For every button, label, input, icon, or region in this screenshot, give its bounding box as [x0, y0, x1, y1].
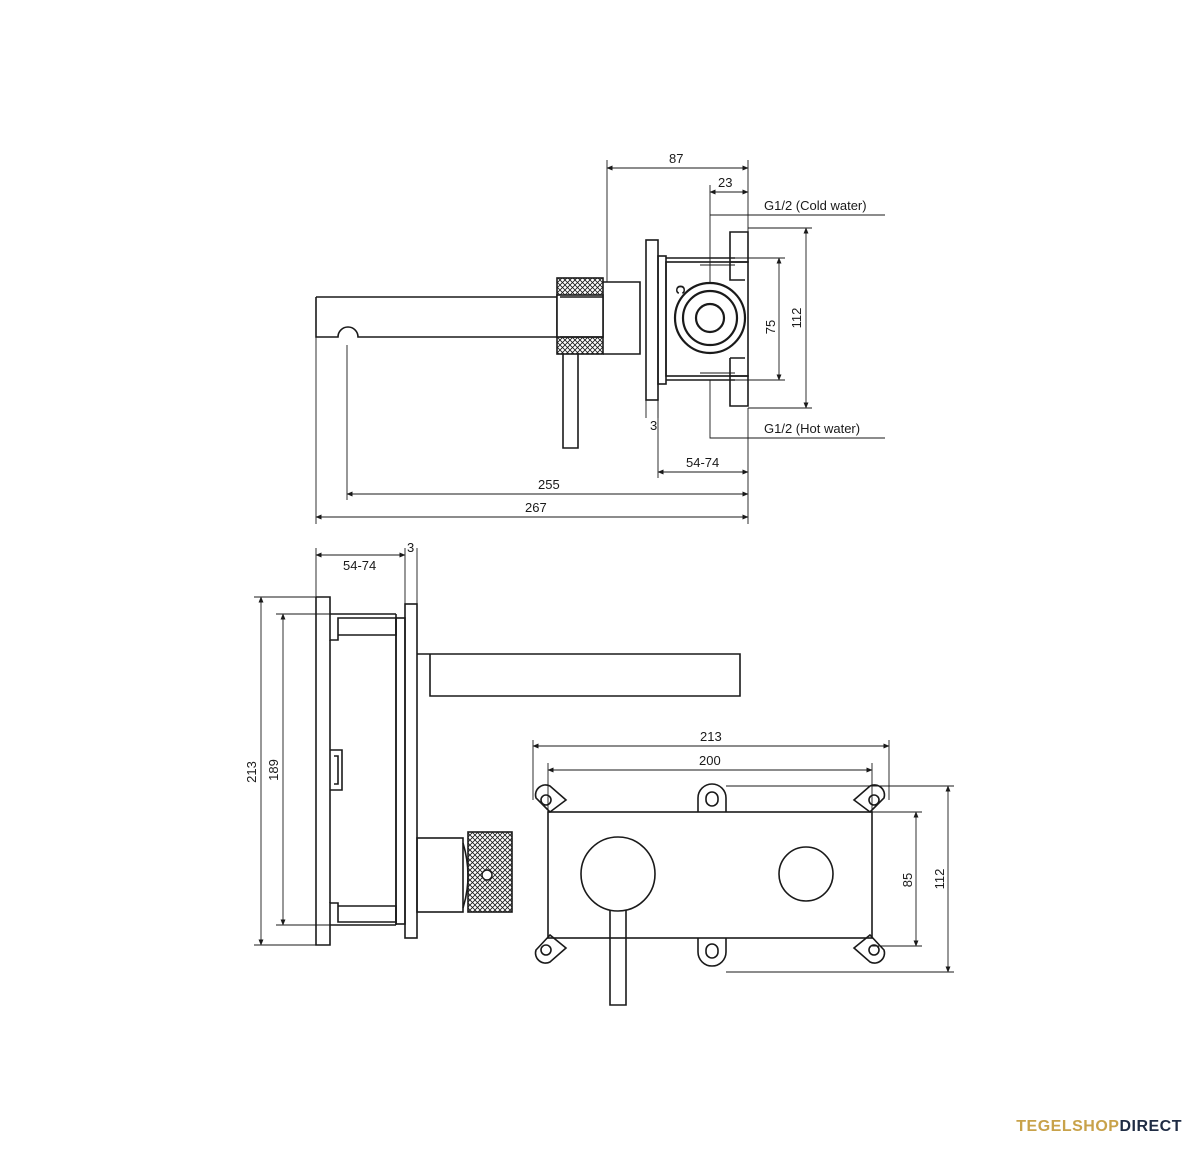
top-spout	[315, 296, 560, 338]
dim-255: 255	[346, 345, 749, 524]
dim-23: 23	[709, 175, 749, 283]
dim-54-74-top-label: 54-74	[686, 455, 719, 470]
dim-87-label: 87	[669, 151, 683, 166]
side-spout	[417, 653, 741, 697]
dim-85-front-label: 85	[900, 873, 915, 887]
cold-water-leader: G1/2 (Cold water)	[710, 198, 885, 216]
dim-54-74-side-label: 54-74	[343, 558, 376, 573]
dim-267-label: 267	[525, 500, 547, 515]
dim-213-side: 213	[244, 596, 316, 946]
dim-112: 112	[748, 227, 812, 409]
front-diverter-knob	[778, 846, 834, 902]
dim-213-side-label: 213	[244, 761, 259, 783]
dim-112-front: 112	[726, 785, 954, 973]
front-view: 213 200 85 112	[532, 729, 954, 1006]
side-view: 54-74 3 213 189	[244, 540, 741, 946]
cold-water-label: G1/2 (Cold water)	[764, 198, 867, 213]
dim-213-front: 213	[532, 729, 890, 800]
dim-23-label: 23	[718, 175, 732, 190]
dim-85-front: 85	[872, 811, 922, 947]
dim-54-74-top: 54-74	[657, 384, 749, 478]
dim-54-74-side: 54-74 3	[315, 540, 418, 604]
hot-water-leader: G1/2 (Hot water)	[709, 380, 885, 439]
dim-87: 87	[606, 151, 749, 282]
front-mounting-ears	[534, 783, 886, 967]
dim-200-front-label: 200	[699, 753, 721, 768]
dim-75: 75	[735, 257, 785, 381]
dim-3-top-label: 3	[650, 418, 657, 433]
hot-water-label: G1/2 (Hot water)	[764, 421, 860, 436]
brand-part-2: DIRECT	[1119, 1118, 1182, 1135]
dim-255-label: 255	[538, 477, 560, 492]
top-view: C 87 23 G1/2 (Cold water) 75 11	[315, 151, 885, 524]
front-mixer-knob	[580, 836, 656, 912]
dim-112-front-label: 112	[932, 869, 947, 890]
front-lever	[609, 910, 627, 1006]
dim-267: 267	[315, 337, 749, 524]
top-body: C	[665, 231, 749, 407]
dim-3-top: 3	[645, 400, 659, 433]
side-handle	[416, 831, 513, 913]
dim-189-side-label: 189	[266, 759, 281, 781]
brand-logo: TEGELSHOPDIRECT	[1016, 1118, 1182, 1136]
front-plate	[547, 811, 873, 939]
brand-part-1: TEGELSHOP	[1016, 1118, 1120, 1135]
top-wall-plate	[645, 239, 667, 401]
dim-213-front-label: 213	[700, 729, 722, 744]
dim-200-front: 200	[547, 753, 873, 812]
c-mark: C	[673, 285, 688, 295]
dim-3-side-label: 3	[407, 540, 414, 555]
dim-75-label: 75	[763, 320, 778, 334]
side-body	[315, 596, 397, 946]
dim-112-label: 112	[789, 308, 804, 329]
dim-189-side: 189	[266, 613, 330, 926]
top-handle	[556, 277, 641, 449]
side-wall-plate	[395, 603, 418, 939]
